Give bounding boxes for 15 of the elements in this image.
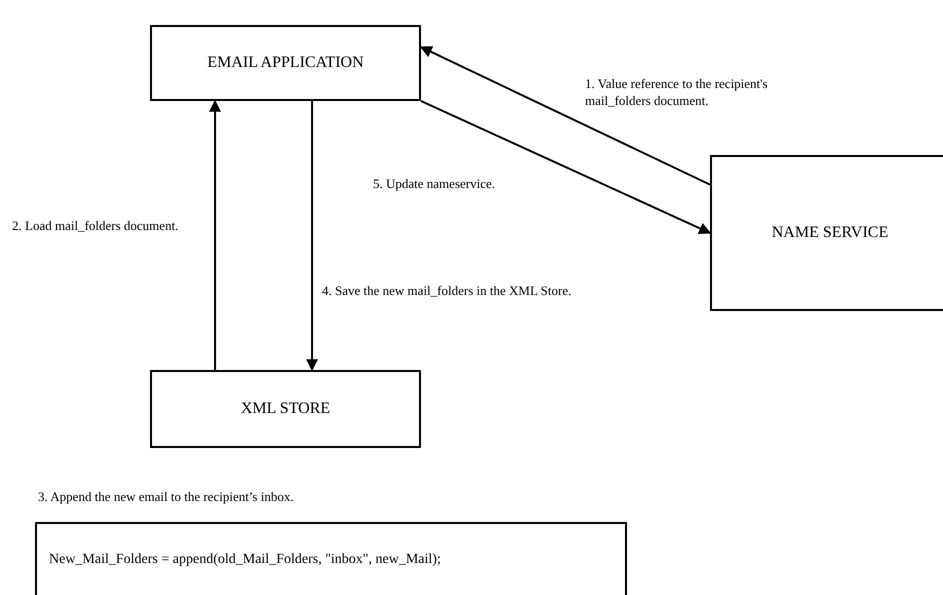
arrow [306,101,318,372]
step-note: 3. Append the new email to the recipient’s inbox. [38,489,294,505]
component-box [150,370,421,448]
code-line: New_Mail_Folders = append(old_Mail_Folders, "inbox", new_Mail); [49,552,441,568]
arrow [420,100,712,234]
component-box [150,25,421,101]
arrow [420,46,710,186]
box-label: EMAIL APPLICATION [207,54,364,72]
box-label: XML STORE [240,400,330,418]
edge-label: 4. Save the new mail_folders in the XML Store. [322,283,572,300]
arrow [209,100,222,370]
component-box [710,155,943,311]
edge-label: 5. Update nameservice. [373,176,496,193]
box-label: NAME SERVICE [772,224,888,242]
code-box [35,522,627,595]
